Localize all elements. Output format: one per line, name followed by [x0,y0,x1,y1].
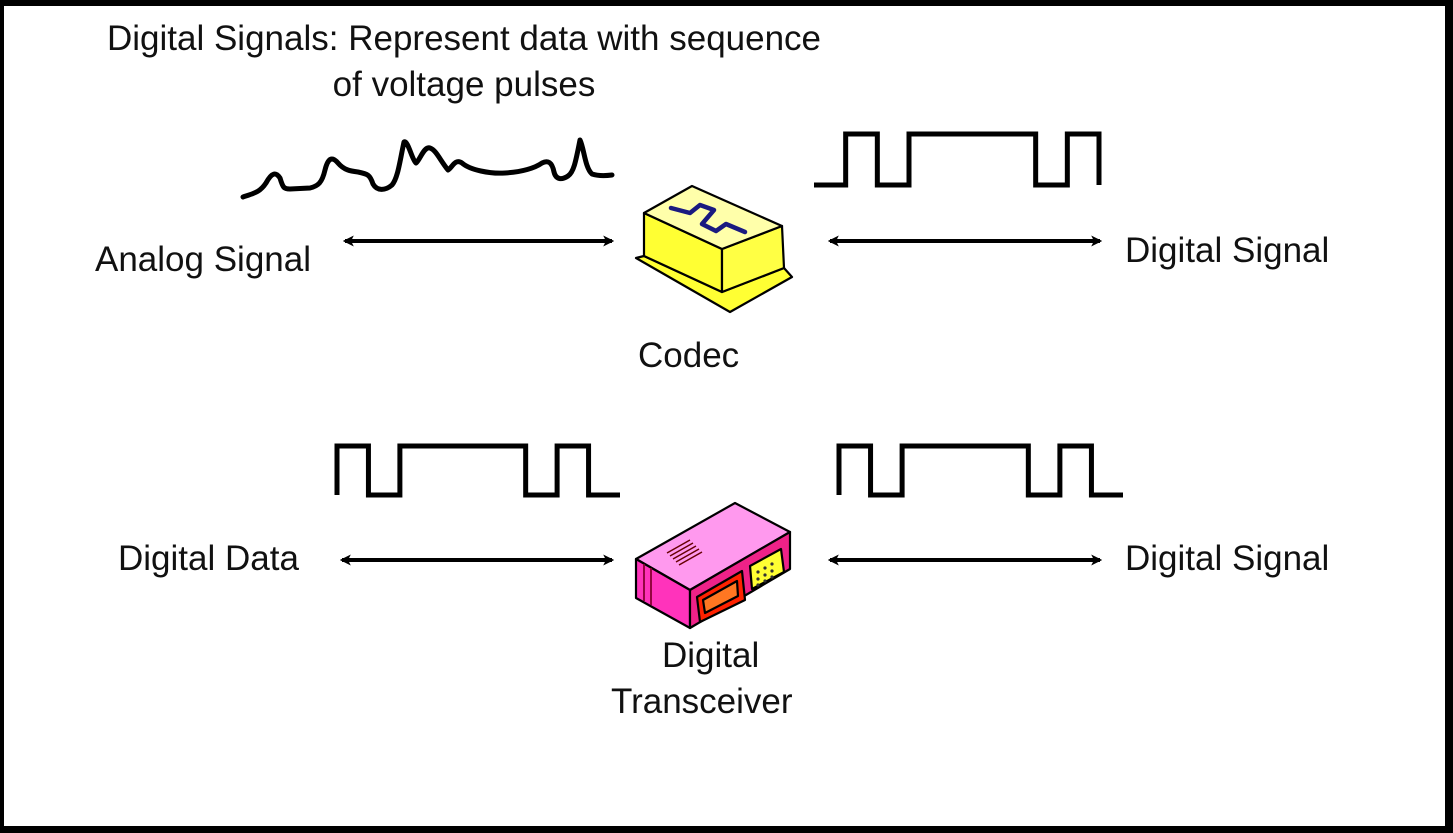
diagram-canvas [240,131,1123,630]
square-wave-line [836,443,1123,498]
digital-waveform-codec-side [814,131,1102,188]
label-analog-signal: Analog Signal [95,240,311,279]
digital-waveform-signal-side [836,443,1123,498]
label-digital-signal-bottom: Digital Signal [1125,539,1330,578]
label-digital: Digital [662,636,760,675]
slide: Digital Signals: Represent data with seq… [4,6,1445,826]
label-digital-data: Digital Data [118,539,299,578]
title-line-1: Digital Signals: Represent data with seq… [106,19,822,58]
transceiver-box-icon [634,501,792,630]
slide-title: Digital Signals: Represent data with seq… [4,16,924,108]
codec-chip-icon [634,184,794,314]
label-digital-signal-top: Digital Signal [1125,231,1330,270]
square-wave-line [814,131,1102,188]
label-codec: Codec [638,336,740,375]
digital-waveform-data-side [334,443,620,498]
analog-waveform [240,137,615,200]
square-wave-line [334,443,620,498]
title-line-2: of voltage pulses [332,65,596,104]
label-transceiver: Transceiver [611,682,793,721]
